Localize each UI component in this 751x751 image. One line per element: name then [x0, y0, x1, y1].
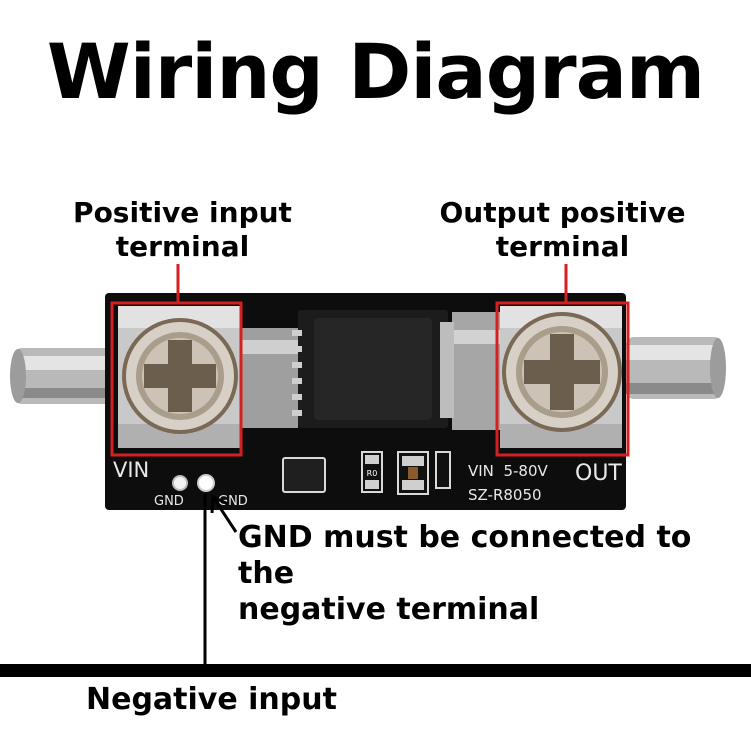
right-wire: [626, 337, 726, 399]
silk-gnd-right: GND: [218, 494, 248, 509]
gnd-note: GND must be connected to the negative te…: [238, 520, 751, 628]
ic-chip: [282, 457, 326, 493]
negative-bar: [0, 664, 751, 677]
silk-vin: VIN: [113, 458, 149, 482]
diagram-title: Wiring Diagram: [46, 27, 705, 116]
silk-out: OUT: [575, 461, 622, 486]
gnd-pad-right: [197, 474, 215, 492]
gnd-pad-left: [172, 475, 188, 491]
negative-input-label: Negative input: [86, 682, 337, 717]
left-screw-terminal: [118, 306, 240, 448]
left-wire: [10, 348, 114, 404]
smd-pad-right: [435, 451, 451, 489]
positive-input-line-1: Positive input: [73, 196, 292, 229]
positive-input-line-2: terminal: [115, 230, 250, 263]
gnd-note-line-1: GND must be connected to the: [238, 520, 692, 591]
gnd-arrow: [211, 496, 238, 533]
silk-voltage: VIN 5-80V: [468, 462, 548, 480]
capacitor: [397, 451, 429, 495]
gnd-note-line-2: negative terminal: [238, 592, 540, 627]
output-positive-label: Output positive terminal: [430, 196, 695, 264]
output-positive-highlight: [495, 301, 630, 457]
positive-input-label: Positive input terminal: [60, 196, 305, 264]
silk-gnd-left: GND: [154, 494, 184, 509]
output-positive-line-2: terminal: [495, 230, 630, 263]
gnd-arrow-head: [210, 494, 229, 514]
silk-model: SZ-R8050: [468, 486, 542, 504]
resistor-r0: R0: [361, 451, 383, 493]
output-positive-line-1: Output positive: [439, 196, 686, 229]
right-screw-terminal: [500, 306, 622, 448]
resistor-text: R0: [367, 469, 378, 478]
mosfet-chip: [292, 310, 454, 428]
